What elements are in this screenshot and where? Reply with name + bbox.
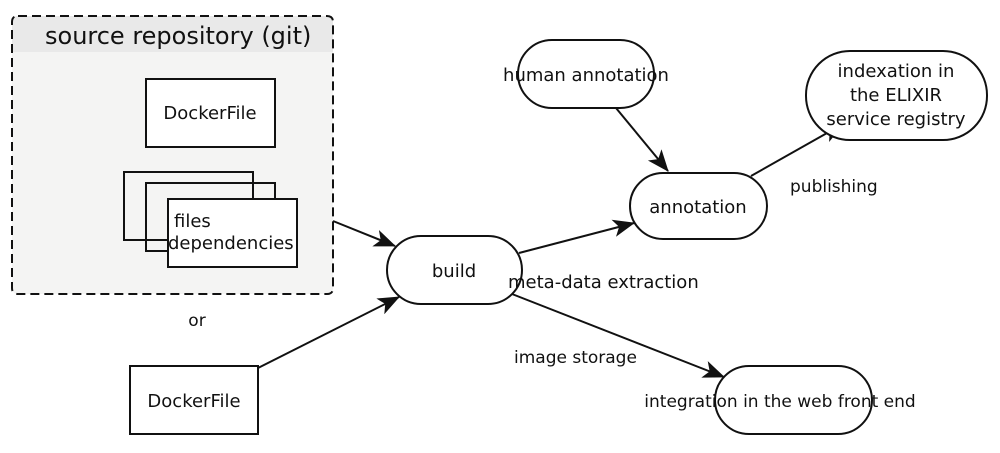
file-stack-front xyxy=(167,198,298,268)
group-border xyxy=(11,15,334,295)
indexation-label-line2: the ELIXIR xyxy=(850,85,942,106)
annotation-label: annotation xyxy=(649,197,746,218)
integration-node xyxy=(714,365,873,435)
edge-repo-to-build xyxy=(332,220,397,247)
indexation-label-line3: service registry xyxy=(826,109,966,130)
source-repository-group: source repository (git) DockerFile files… xyxy=(11,15,334,295)
edge-build-to-annotation xyxy=(518,219,636,254)
indexation-label-line1: indexation in xyxy=(838,61,955,82)
edge-label-publishing: publishing xyxy=(790,177,878,197)
dockerfile-standalone-box xyxy=(129,365,259,435)
edge-label-metadata: meta-data extraction xyxy=(508,272,699,293)
annotation-node xyxy=(629,172,768,240)
build-node xyxy=(386,235,523,305)
edge-label-image-storage: image storage xyxy=(514,348,637,368)
dockerfile-label: DockerFile xyxy=(163,103,256,124)
edge-build-to-integration xyxy=(511,293,726,378)
build-label: build xyxy=(432,261,476,282)
human-annotation-label: human annotation xyxy=(503,65,669,86)
edge-human-to-annotation xyxy=(615,107,669,172)
indexation-node xyxy=(805,50,988,141)
or-label: or xyxy=(188,311,205,331)
edge-dockerfile-to-build xyxy=(257,296,400,369)
group-header-band xyxy=(12,16,333,52)
group-title: source repository (git) xyxy=(45,22,311,50)
files-label: files xyxy=(174,211,211,232)
dockerfile-standalone-label: DockerFile xyxy=(147,391,240,412)
dockerfile-box xyxy=(145,78,276,148)
integration-label: integration in the web front end xyxy=(644,392,915,412)
human-annotation-node xyxy=(517,39,655,109)
dependencies-label: dependencies xyxy=(168,233,294,254)
